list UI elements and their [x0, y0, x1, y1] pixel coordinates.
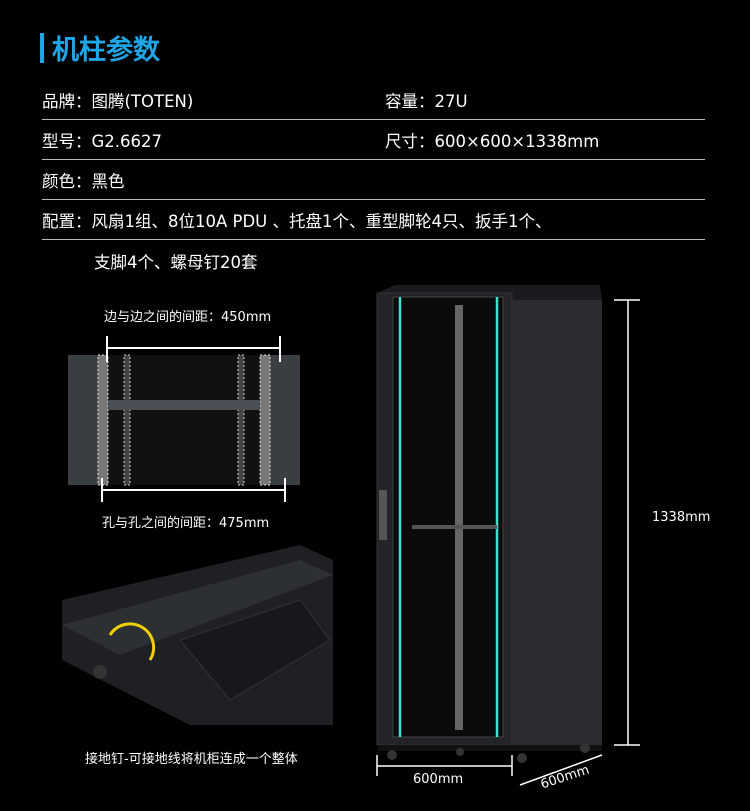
- spec-row-model: 型号：G2.6627 尺寸：600×600×1338mm: [42, 120, 705, 160]
- section-title: 机柱参数: [40, 28, 160, 67]
- spec-row-config-2: 支脚4个、螺母钉20套: [42, 241, 705, 281]
- cabinet-illustration: [376, 285, 640, 786]
- height-dimension: 1338mm: [652, 510, 711, 525]
- ground-stud-photo: [62, 545, 333, 725]
- title-accent-bar: [40, 32, 44, 63]
- spec-row-config: 配置：风扇1组、8位10A PDU 、托盘1个、重型脚轮4只、扳手1个、: [42, 200, 705, 240]
- spec-row-color: 颜色：黑色: [42, 160, 705, 200]
- spec-capacity: 容量：27U: [385, 91, 468, 111]
- spec-size: 尺寸：600×600×1338mm: [385, 131, 600, 151]
- spec-model: 型号：G2.6627: [42, 131, 163, 151]
- section-title-text: 机柱参数: [52, 35, 160, 66]
- edge-distance-label: 边与边之间的间距：450mm: [104, 310, 272, 325]
- spec-config-2: 支脚4个、螺母钉20套: [94, 253, 258, 272]
- spec-row-brand: 品牌：图腾(TOTEN) 容量：27U: [42, 80, 705, 120]
- width-dimension: 600mm: [413, 772, 464, 787]
- spec-config-1: 配置：风扇1组、8位10A PDU 、托盘1个、重型脚轮4只、扳手1个、: [42, 211, 552, 231]
- ground-caption: 接地钉-可接地线将机柜连成一个整体: [85, 752, 298, 767]
- hole-distance-label: 孔与孔之间的间距：475mm: [102, 516, 270, 531]
- spec-color: 颜色：黑色: [42, 171, 125, 191]
- spec-brand: 品牌：图腾(TOTEN): [42, 91, 194, 111]
- rail-diagram: [68, 336, 300, 502]
